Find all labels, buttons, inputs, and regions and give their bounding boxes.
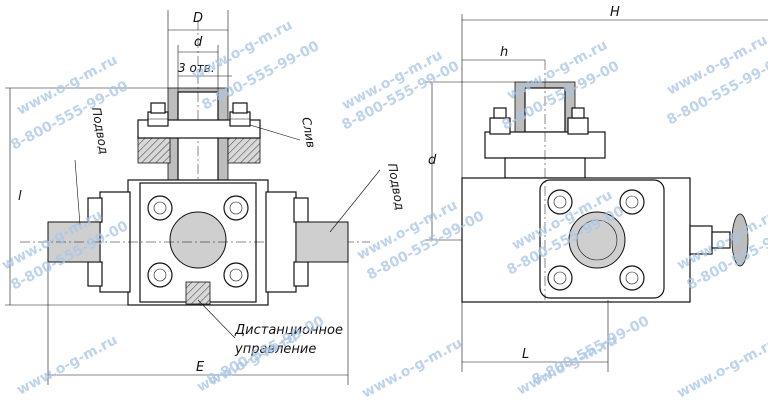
remote-port (185, 281, 211, 305)
svg-text:www.o-g-m.ru: www.o-g-m.ru (674, 335, 768, 401)
side-bolts (547, 189, 645, 291)
top-bolt-right (229, 102, 251, 127)
svg-text:www.o-g-m.ru: www.o-g-m.ru (359, 335, 465, 401)
side-view (425, 14, 768, 372)
remote-label-line2: управление (234, 342, 316, 357)
right-side-flange (265, 191, 297, 293)
handwheel (731, 213, 749, 267)
dim-E-label: E (196, 360, 205, 375)
right-flange-section (227, 134, 261, 164)
holes-label: 3 отв. (178, 61, 215, 75)
dim-H-label: H (610, 5, 620, 20)
podvod-right-label: Подвод (385, 162, 407, 211)
dim-D-label: D (193, 11, 203, 26)
right-nut-bottom (293, 261, 309, 287)
dim-l-label: l (18, 189, 22, 204)
body-bolts (147, 195, 249, 288)
right-nut-top (293, 197, 309, 223)
sliv-label: Слив (299, 116, 318, 149)
central-bore (169, 211, 227, 269)
dim-h-label: h (500, 45, 508, 60)
svg-text:www.o-g-m.ru: www.o-g-m.ru (14, 332, 120, 398)
front-view (5, 10, 381, 385)
remote-label-line1: Дистанционное (234, 323, 343, 338)
dim-d-side-label: d (428, 153, 437, 168)
right-pipe (295, 221, 349, 263)
left-flange-section (137, 134, 171, 164)
left-nut-bottom (87, 261, 103, 287)
top-bolt-left (147, 102, 169, 127)
dim-L-label: L (522, 347, 529, 362)
svg-text:8-800-555-99-00: 8-800-555-99-00 (529, 313, 652, 388)
dim-d-label: d (194, 35, 203, 50)
podvod-left-label: Подвод (89, 106, 111, 155)
